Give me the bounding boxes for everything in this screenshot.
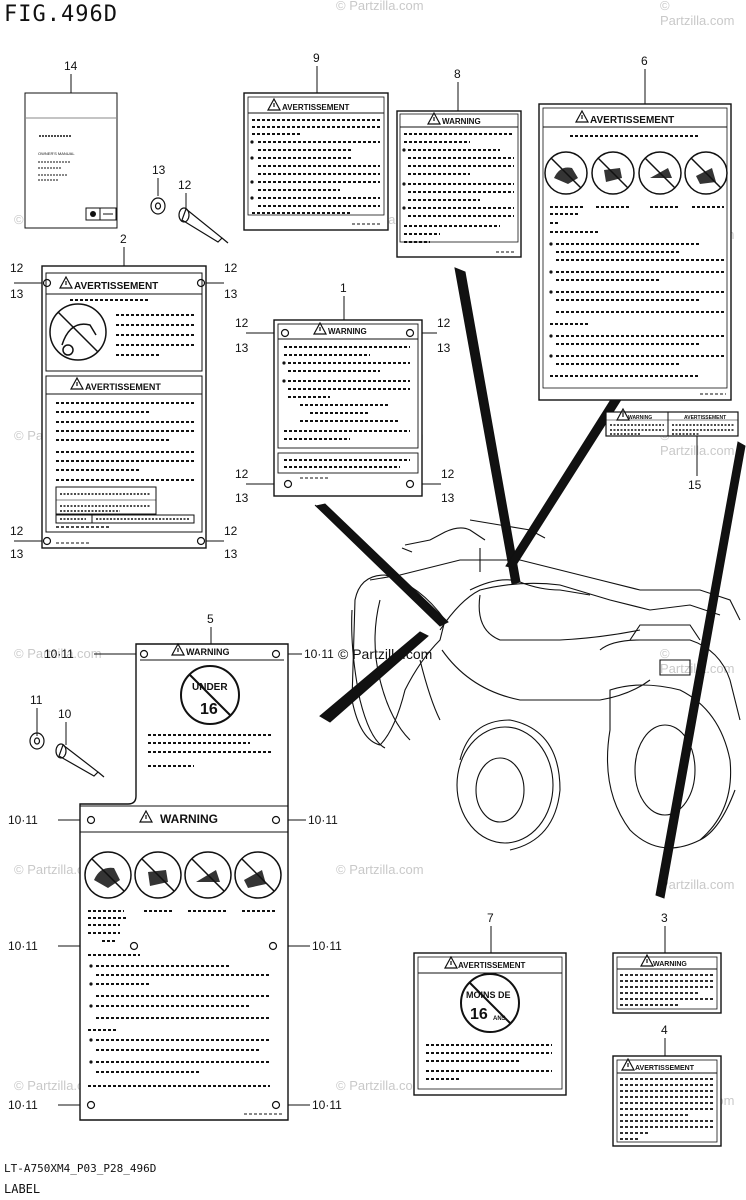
label-6: AVERTISSEMENT: [538, 103, 732, 401]
label-3-title: WARNING: [653, 961, 687, 968]
callout-7: 7: [487, 911, 494, 925]
callout-10: 10: [58, 707, 72, 721]
callout-6: 6: [641, 54, 648, 68]
callout-12: 12: [224, 261, 238, 275]
callout-12: 12: [235, 467, 249, 481]
watermark: © Partzilla.com: [336, 1078, 424, 1093]
callout-12: 12: [441, 467, 455, 481]
rivet-washer-10-11: [29, 732, 105, 778]
label-3: WARNING: [612, 952, 722, 1014]
callout-13: 13: [10, 287, 24, 301]
label-2-title-bottom: AVERTISSEMENT: [85, 382, 161, 392]
label-2: AVERTISSEMENT AVERTISSEMENT: [41, 265, 207, 549]
label-5: WARNING UNDER 16 WARNING: [79, 643, 289, 1121]
label-9: AVERTISSEMENT: [243, 92, 389, 231]
callout-13: 13: [235, 341, 249, 355]
label-6-title: AVERTISSEMENT: [590, 115, 674, 126]
manual-title: OWNER'S MANUAL: [38, 151, 75, 156]
callout-4: 4: [661, 1023, 668, 1037]
label-2-title-top: AVERTISSEMENT: [74, 281, 158, 292]
label-5-under: UNDER: [192, 682, 228, 693]
label-8-title: WARNING: [442, 117, 481, 126]
callouts: 14 9 8 6 2 1 5 15 7 3 4 13 12: [8, 51, 702, 1112]
callout-10-11: 10·11: [304, 647, 334, 661]
callout-12: 12: [224, 524, 238, 538]
label-5-title-bottom: WARNING: [160, 812, 218, 826]
label-7: AVERTISSEMENT MOINS DE 16 ANS: [413, 952, 567, 1096]
callout-10-11: 10·11: [44, 647, 74, 661]
label-9-title: AVERTISSEMENT: [282, 103, 350, 112]
callout-13: 13: [10, 547, 24, 561]
label-4-title: AVERTISSEMENT: [635, 1065, 695, 1072]
label-5-age: 16: [200, 701, 218, 718]
callout-12: 12: [10, 524, 24, 538]
callout-8: 8: [454, 67, 461, 81]
leader-lines: [314, 267, 746, 899]
diagram-code: LT-A750XM4_P03_P28_496D: [4, 1162, 157, 1175]
label-7-ans: ANS: [493, 1016, 506, 1022]
callout-15: 15: [688, 478, 702, 492]
label-1: WARNING: [273, 319, 423, 497]
label-15-warning: WARNING: [628, 415, 652, 421]
callout-13: 13: [235, 491, 249, 505]
callout-10-11: 10·11: [312, 1098, 342, 1112]
label-4: AVERTISSEMENT: [612, 1055, 722, 1147]
label-15: WARNING AVERTISSEMENT: [605, 408, 739, 437]
label-7-moins-de: MOINS DE: [466, 990, 511, 1000]
owners-manual-14: OWNER'S MANUAL: [24, 92, 118, 229]
watermark: © Partzilla.com: [14, 646, 102, 661]
callout-10-11: 10·11: [308, 813, 338, 827]
callout-12: 12: [178, 178, 192, 192]
watermark: © Partzilla.com: [660, 0, 735, 28]
callout-1: 1: [340, 281, 347, 295]
watermark: © Partzilla.com: [336, 862, 424, 877]
label-7-age: 16: [470, 1006, 488, 1023]
callout-12: 12: [235, 316, 249, 330]
callout-13: 13: [224, 547, 238, 561]
callout-5: 5: [207, 612, 214, 626]
callout-3: 3: [661, 911, 668, 925]
label-5-title-top: WARNING: [186, 647, 230, 657]
callout-13: 13: [152, 163, 166, 177]
callout-10-11: 10·11: [8, 939, 38, 953]
callout-9: 9: [313, 51, 320, 65]
callout-10-11: 10·11: [312, 939, 342, 953]
label-1-title: WARNING: [328, 327, 367, 336]
callout-11: 11: [30, 693, 43, 707]
callout-12: 12: [10, 261, 24, 275]
rivet-washer-12-13: [150, 197, 229, 244]
diagram-caption: LABEL: [4, 1182, 41, 1196]
callout-14: 14: [64, 59, 78, 73]
callout-13: 13: [441, 491, 455, 505]
figure-title: FIG.496D: [4, 2, 118, 27]
label-15-avertissement: AVERTISSEMENT: [684, 415, 726, 421]
label-7-title: AVERTISSEMENT: [458, 961, 526, 970]
callout-12: 12: [437, 316, 451, 330]
label-8: WARNING: [396, 110, 522, 258]
watermark: © Partzilla.com: [336, 0, 424, 13]
callout-10-11: 10·11: [8, 813, 38, 827]
callout-13: 13: [224, 287, 238, 301]
callout-13: 13: [437, 341, 451, 355]
callout-10-11: 10·11: [8, 1098, 38, 1112]
callout-2: 2: [120, 232, 127, 246]
